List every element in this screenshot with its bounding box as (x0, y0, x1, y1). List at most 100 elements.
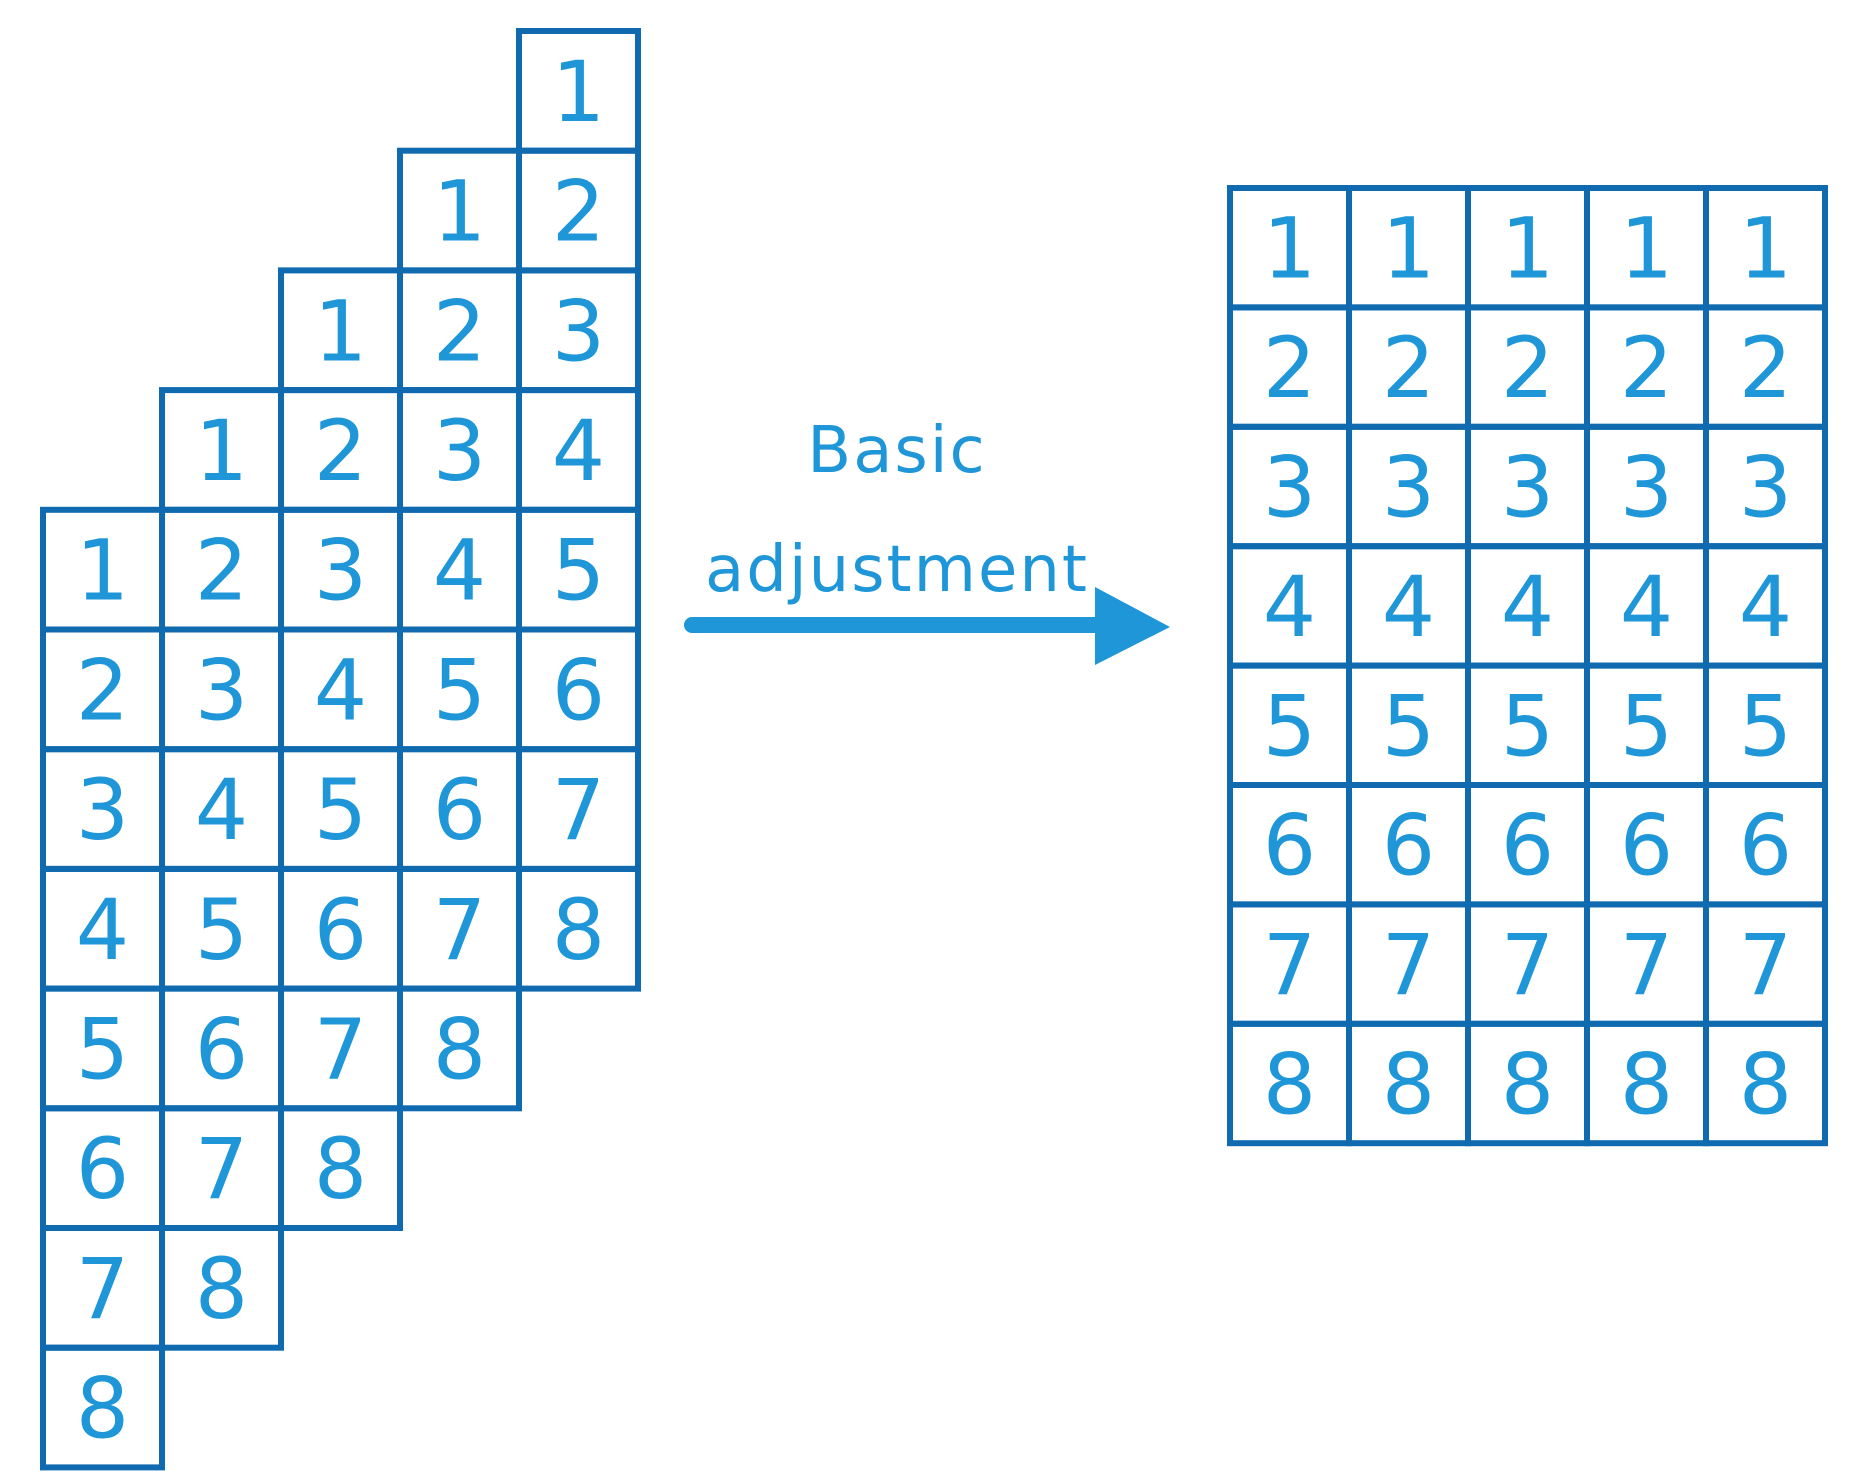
right-cell: 5 (1346, 662, 1471, 788)
left-cell: 6 (516, 626, 641, 753)
cell-number: 4 (195, 761, 248, 859)
arrow-label-adjustment: adjustment (705, 533, 1089, 607)
right-cell: 1 (1346, 185, 1471, 311)
left-cell: 4 (278, 626, 403, 753)
right-cell: 6 (1703, 782, 1828, 908)
left-cell: 2 (40, 626, 165, 753)
right-cell: 5 (1227, 662, 1352, 788)
cell-number: 4 (1739, 558, 1792, 656)
right-cell: 7 (1703, 901, 1828, 1027)
right-cell: 4 (1465, 543, 1590, 669)
cell-number: 1 (433, 163, 486, 261)
right-cell: 6 (1227, 782, 1352, 908)
left-cell: 1 (516, 28, 641, 154)
cell-number: 8 (314, 1120, 367, 1218)
left-cell: 5 (40, 985, 165, 1112)
cell-number: 8 (433, 1000, 486, 1098)
cell-number: 3 (76, 761, 129, 859)
cell-number: 3 (314, 522, 367, 620)
cell-number: 4 (314, 641, 367, 739)
cell-number: 7 (552, 761, 605, 859)
left-cell: 1 (40, 506, 165, 633)
left-cell: 6 (159, 985, 284, 1112)
right-cell: 3 (1227, 423, 1352, 550)
cell-number: 3 (195, 641, 248, 739)
cell-number: 6 (1501, 797, 1554, 895)
left-cell: 5 (397, 626, 522, 753)
left-cell: 3 (516, 267, 641, 394)
cell-number: 5 (1263, 677, 1316, 775)
cell-border (40, 1344, 165, 1471)
cell-number: 7 (314, 1000, 367, 1098)
cell-number: 2 (1263, 319, 1316, 417)
left-cell: 5 (516, 506, 641, 633)
left-cell: 6 (397, 746, 522, 872)
right-cell: 3 (1584, 423, 1709, 550)
right-cell: 3 (1346, 423, 1471, 550)
cell-border (278, 1105, 403, 1232)
cell-number: 5 (1501, 677, 1554, 775)
cell-number: 4 (1501, 558, 1554, 656)
cell-number: 6 (76, 1120, 129, 1218)
right-cell: 2 (1346, 304, 1471, 430)
right-cell: 2 (1465, 304, 1590, 430)
right-cell: 8 (1465, 1020, 1590, 1147)
right-cell: 5 (1465, 662, 1590, 788)
right-cell: 7 (1227, 901, 1352, 1027)
cell-number: 8 (195, 1240, 248, 1338)
cell-number: 7 (1739, 916, 1792, 1014)
cell-number: 3 (1739, 439, 1792, 537)
right-cell: 8 (1584, 1020, 1709, 1147)
left-cell: 5 (278, 746, 403, 872)
cell-number: 8 (1382, 1036, 1435, 1134)
cell-number: 6 (195, 1000, 248, 1098)
right-cell: 6 (1465, 782, 1590, 908)
cell-number: 2 (195, 522, 248, 620)
right-cell: 8 (1227, 1020, 1352, 1147)
right-cell: 8 (1346, 1020, 1471, 1147)
left-cell: 6 (278, 865, 403, 992)
cell-number: 1 (1263, 200, 1316, 298)
right-cell: 8 (1703, 1020, 1828, 1147)
left-cell: 3 (40, 746, 165, 872)
left-cell: 1 (159, 387, 284, 513)
left-cell: 5 (159, 865, 284, 992)
left-cell: 3 (397, 387, 522, 513)
cell-number: 3 (1620, 439, 1673, 537)
left-cell: 8 (516, 865, 641, 992)
cell-number: 8 (1501, 1036, 1554, 1134)
right-cell: 4 (1584, 543, 1709, 669)
cell-number: 7 (195, 1120, 248, 1218)
cell-number: 3 (1263, 439, 1316, 537)
cell-number: 2 (433, 282, 486, 380)
cell-number: 5 (1739, 677, 1792, 775)
left-cell: 4 (159, 746, 284, 872)
cell-number: 8 (1620, 1036, 1673, 1134)
cell-number: 8 (76, 1360, 129, 1458)
cell-border (159, 1225, 284, 1351)
left-cell: 1 (397, 147, 522, 274)
right-cell: 4 (1703, 543, 1828, 669)
left-cell: 7 (516, 746, 641, 872)
cell-number: 7 (1263, 916, 1316, 1014)
cell-number: 4 (552, 402, 605, 500)
cell-number: 2 (1739, 319, 1792, 417)
left-cell: 4 (40, 865, 165, 992)
cell-number: 6 (1739, 797, 1792, 895)
cell-number: 1 (1739, 200, 1792, 298)
cell-number: 6 (433, 761, 486, 859)
cell-number: 7 (1382, 916, 1435, 1014)
cell-number: 1 (195, 402, 248, 500)
left-cell: 1 (278, 267, 403, 394)
right-cell: 2 (1227, 304, 1352, 430)
cell-number: 8 (1263, 1036, 1316, 1134)
cell-number: 6 (1263, 797, 1316, 895)
left-cell: 8 (397, 985, 522, 1112)
cell-number: 1 (1382, 200, 1435, 298)
left-cell: 2 (397, 267, 522, 394)
cell-number: 5 (552, 522, 605, 620)
cell-number: 1 (552, 43, 605, 141)
cell-number: 4 (76, 881, 129, 979)
cell-number: 4 (1382, 558, 1435, 656)
